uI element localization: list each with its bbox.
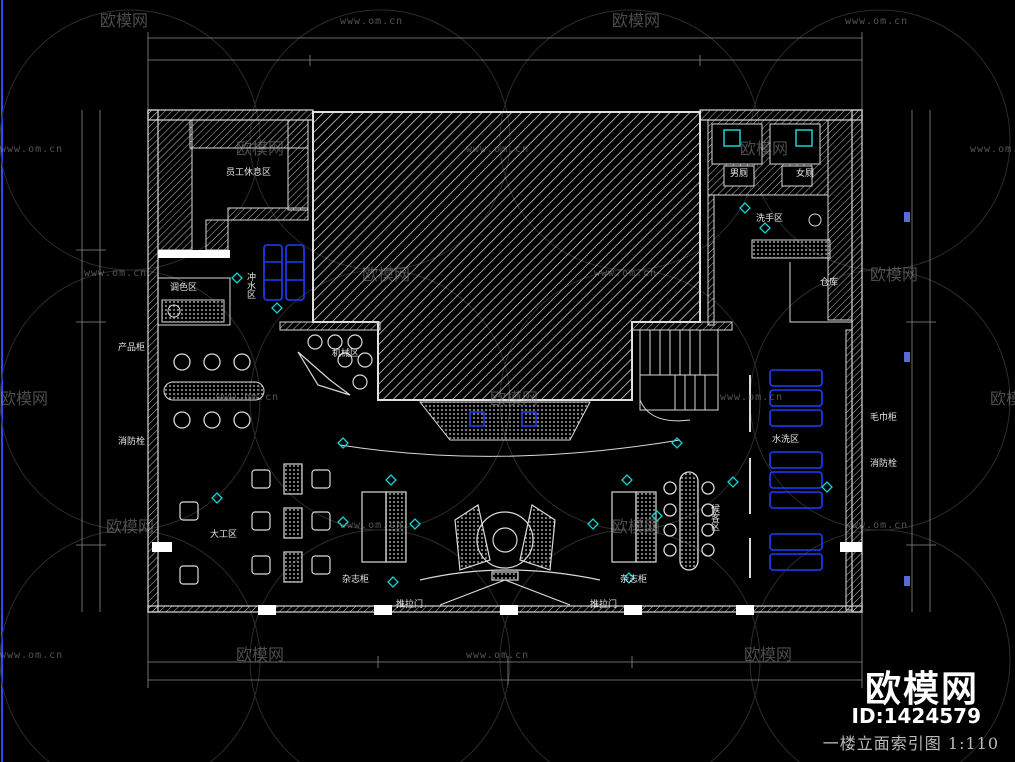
sink xyxy=(167,304,181,318)
toilet-fixtures xyxy=(723,129,813,147)
towel-shelf xyxy=(845,329,853,611)
column-markers xyxy=(152,542,862,615)
bar-counter xyxy=(163,381,265,401)
watermark-brand: 欧模网 xyxy=(990,389,1015,408)
label-magazine-left: 杂志柜 xyxy=(342,573,369,585)
reception-chairs xyxy=(469,411,537,427)
side-markers xyxy=(904,212,910,586)
dye-counter-top xyxy=(161,299,225,323)
label-door-left: 推拉门 xyxy=(396,598,423,610)
label-toilet-a: 男厕 xyxy=(730,168,748,179)
model-id: ID:1424579 xyxy=(851,704,981,728)
watermark-brand: 欧模网 xyxy=(362,265,410,284)
shampoo-chairs-left xyxy=(263,244,305,301)
watermark-url: www.om.cn xyxy=(720,392,783,403)
staff-room-walls xyxy=(157,119,309,251)
label-staff-rest: 员工休息区 xyxy=(226,166,271,178)
wash-counter xyxy=(751,239,831,259)
watermark-url: www.om.cn xyxy=(845,520,908,531)
door-marker xyxy=(158,250,230,258)
label-shampoo: 冲水区 xyxy=(245,271,256,299)
watermark-url: www.om.cn xyxy=(466,144,529,155)
label-wash-hands: 洗手区 xyxy=(756,212,783,224)
waiting-stools-left xyxy=(173,353,251,429)
watermark-url: www.om.cn xyxy=(466,650,529,661)
label-door-right: 推拉门 xyxy=(590,598,617,610)
machine-area-stools xyxy=(297,334,373,396)
label-fire-hydrant-right: 消防栓 xyxy=(870,457,897,469)
label-waiting: 候客区 xyxy=(709,503,720,531)
work-chairs xyxy=(179,463,331,585)
watermark-brand: 欧模网 xyxy=(100,11,148,30)
water-area-chairs xyxy=(769,369,823,571)
watermark-layer: 欧模网 www.om.cn 欧模网 www.om.cn www.om.cn 欧模… xyxy=(0,11,1015,664)
sink xyxy=(808,213,822,227)
watermark-brand: 欧模网 xyxy=(744,645,792,664)
watermark-brand: 欧模网 xyxy=(236,645,284,664)
watermark-url: www.om.cn xyxy=(0,144,63,155)
watermark-url: www.om.cn xyxy=(340,16,403,27)
watermark-brand: 欧模网 xyxy=(612,11,660,30)
wall-segment xyxy=(631,321,733,331)
magazine-shelves xyxy=(361,491,657,563)
watermark-url: www.om.cn xyxy=(594,268,657,279)
watermark-brand: 欧模网 xyxy=(236,139,284,158)
watermark-brand: 欧模网 xyxy=(870,265,918,284)
label-product-shelf: 产品柜 xyxy=(118,341,145,353)
watermark-brand: 欧模网 xyxy=(490,389,538,408)
label-towel-shelf: 毛巾柜 xyxy=(870,411,897,423)
label-water-area: 水洗区 xyxy=(772,433,799,445)
storage-wall xyxy=(789,262,852,323)
label-fire-hydrant-left: 消防栓 xyxy=(118,435,145,447)
watermark-url: www.om.cn xyxy=(970,144,1015,155)
index-markers xyxy=(211,202,833,588)
waiting-stools-right xyxy=(663,471,715,571)
staircase xyxy=(639,329,719,422)
dye-counter xyxy=(157,277,231,326)
label-storage: 仓库 xyxy=(820,276,838,288)
label-toilet-b: 女厕 xyxy=(796,167,814,179)
central-station xyxy=(419,504,601,606)
wall-segment xyxy=(279,321,381,331)
watermark-brand: 欧模网 xyxy=(740,139,788,158)
watermark-url: www.om.cn xyxy=(216,392,279,403)
watermark-url: www.om.cn xyxy=(340,520,403,531)
label-dye: 调色区 xyxy=(170,281,197,293)
watermark-brand: 欧模网 xyxy=(0,389,48,408)
watermark-url: www.om.cn xyxy=(0,650,63,661)
brand-logo-text: 欧模网 xyxy=(864,669,979,710)
label-machine-area: 机械区 xyxy=(332,347,359,359)
label-magazine-right: 杂志柜 xyxy=(620,573,647,585)
label-big-work: 大工区 xyxy=(210,528,237,540)
watermark-brand: 欧模网 xyxy=(106,517,154,536)
counter-arc xyxy=(339,439,681,457)
watermark-brand: 欧模网 xyxy=(612,517,660,536)
watermark-url: www.om.cn xyxy=(845,16,908,27)
drawing-title: 一楼立面索引图 1:110 xyxy=(822,734,999,753)
reception-counter xyxy=(418,401,591,441)
watermark-url: www.om.cn xyxy=(84,268,147,279)
